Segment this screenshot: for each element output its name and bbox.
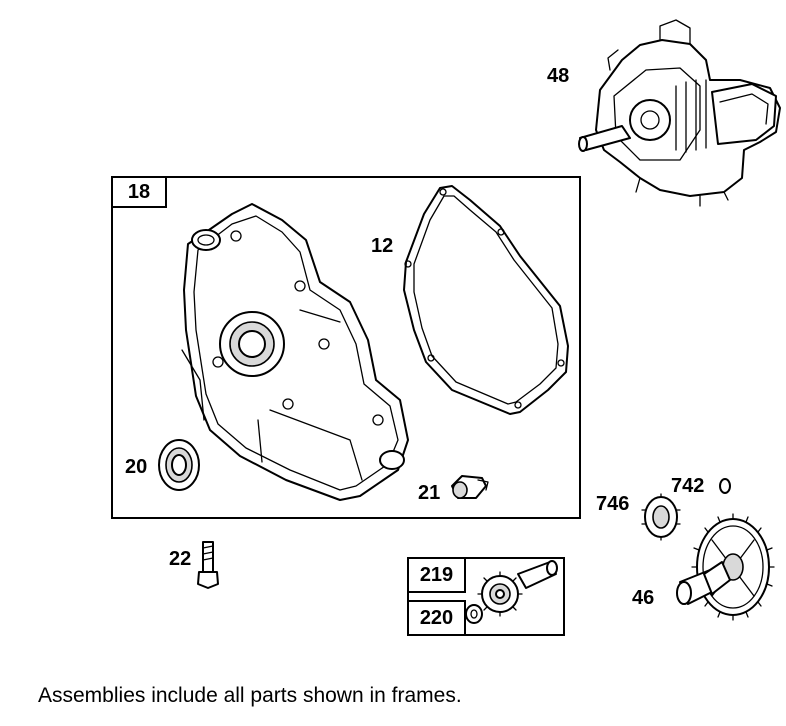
frame-219-220 xyxy=(407,557,565,636)
clip-742 xyxy=(719,478,731,494)
label-12: 12 xyxy=(371,235,394,257)
frame-18 xyxy=(111,176,581,519)
drain-plug-21 xyxy=(451,475,489,499)
bolt-22 xyxy=(197,541,219,589)
footnote: Assemblies include all parts shown in fr… xyxy=(38,684,462,707)
label-742: 742 xyxy=(671,475,705,497)
gasket-12 xyxy=(403,185,569,415)
frame-220-tag: 220 xyxy=(407,600,466,636)
gear-746 xyxy=(641,493,681,541)
crankcase-cover xyxy=(181,203,409,501)
label-46: 46 xyxy=(632,587,655,609)
frame-18-tag: 18 xyxy=(111,176,167,208)
label-22: 22 xyxy=(169,548,192,570)
governor-gear-assembly xyxy=(465,560,558,624)
camshaft-46 xyxy=(676,513,775,621)
oil-seal-20 xyxy=(158,439,200,491)
label-20: 20 xyxy=(125,456,148,478)
engine-assembly-48 xyxy=(578,19,781,207)
frame-219-tag: 219 xyxy=(407,557,466,593)
label-48: 48 xyxy=(547,65,570,87)
label-746: 746 xyxy=(596,493,630,515)
label-21: 21 xyxy=(418,482,441,504)
